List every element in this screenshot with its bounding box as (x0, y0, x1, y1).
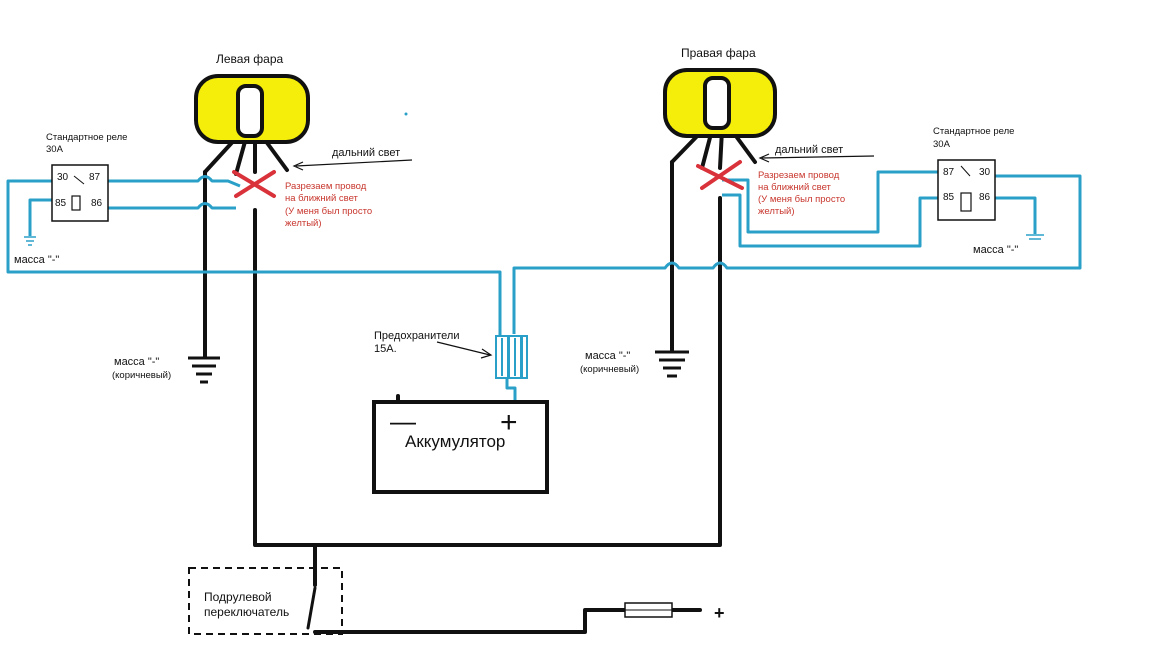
right-relay-pin-30: 30 (979, 167, 991, 178)
black-wires (203, 126, 757, 634)
left-relay-30-wire (6, 179, 502, 348)
fuse-label-line2: 15А. (374, 343, 397, 355)
battery-minus: — (390, 406, 416, 436)
right-relay-title: Стандартное реле (933, 126, 1014, 137)
left-lamp-ground-icon (188, 356, 220, 384)
left-relay-ground-icon (24, 236, 36, 246)
right-relay-87-wire (722, 170, 938, 234)
right-relay-pin-86: 86 (979, 192, 991, 203)
switch-label-line2: переключатель (204, 605, 289, 619)
left-high-beam-arrow (295, 159, 413, 167)
left-relay-87-wire (108, 175, 241, 188)
right-relay-rating: 30А (933, 139, 951, 150)
left-relay-switch (73, 175, 85, 185)
right-relay: 87 30 85 86 (937, 159, 996, 221)
fuse-3 (521, 335, 528, 379)
left-cut-note-2: на ближний свет (285, 193, 359, 204)
right-high-beam-arrow (761, 155, 875, 159)
battery-label: Аккумулятор (405, 432, 505, 451)
right-relay-86-wire (995, 196, 1037, 234)
fuse-feed-right-wire (512, 174, 1082, 334)
battery (372, 400, 549, 494)
right-cut-note-1: Разрезаем провод (758, 170, 840, 181)
right-relay-switch (960, 165, 971, 177)
fuse-to-battery-wire (505, 378, 517, 402)
left-cut-mark (232, 170, 276, 198)
right-cut-note-2: на ближний свет (758, 182, 832, 193)
right-relay-coil (960, 192, 972, 212)
left-relay-86-wire (108, 202, 236, 210)
left-high-beam-label: дальний свет (332, 147, 400, 159)
right-relay-pin-85: 85 (943, 192, 955, 203)
right-cut-mark (696, 160, 744, 190)
right-relay-85-wire (722, 193, 938, 248)
steering-switch-box (188, 567, 343, 635)
left-relay-85-wire (28, 198, 52, 236)
left-cut-note-3: (У меня был просто (285, 206, 372, 217)
right-headlight-label: Правая фара (681, 46, 756, 60)
left-headlight (194, 74, 310, 144)
left-relay-pin-86: 86 (91, 198, 103, 209)
right-headlight (663, 68, 777, 138)
switch-label-line1: Подрулевой (204, 590, 272, 604)
left-lamp-ground-label-2: (коричневый) (112, 370, 171, 381)
left-relay-pin-85: 85 (55, 198, 67, 209)
stray-dot (404, 112, 408, 116)
left-relay-pin-30: 30 (57, 172, 69, 183)
left-relay: 30 87 85 86 (51, 164, 109, 222)
left-relay-rating: 30А (46, 144, 64, 155)
left-lamp-ground-label-1: масса "-" (114, 356, 159, 368)
fuse-arrow (436, 341, 491, 356)
left-relay-ground-label: масса "-" (14, 254, 59, 266)
battery-plus: + (500, 406, 518, 439)
left-low-beam-wire (253, 196, 722, 547)
left-headlight-label: Левая фара (216, 52, 284, 66)
right-relay-ground-icon (1026, 234, 1044, 240)
right-high-beam-label: дальний свет (775, 144, 843, 156)
left-cut-note-4: желтый) (285, 218, 322, 229)
left-bulb (236, 84, 264, 138)
left-cut-note-1: Разрезаем провод (285, 181, 367, 192)
blue-wires (6, 170, 1082, 402)
fuse-block (495, 335, 528, 379)
fuse-label-line1: Предохранители (374, 330, 460, 342)
right-cut-note-4: желтый) (758, 206, 795, 217)
right-cut-note-3: (У меня был просто (758, 194, 845, 205)
right-lamp-ground-icon (655, 350, 689, 378)
left-relay-coil (71, 195, 81, 211)
switch-return-wire (313, 608, 627, 634)
supply-plus: + (714, 603, 725, 623)
right-relay-pin-87: 87 (943, 167, 955, 178)
switch-contact (306, 586, 317, 630)
right-bulb (703, 76, 731, 130)
right-relay-ground-label: масса "-" (973, 244, 1018, 256)
left-relay-title: Стандартное реле (46, 132, 127, 143)
high-beam-arrows (292, 153, 875, 359)
left-relay-pin-87: 87 (89, 172, 101, 183)
right-lamp-ground-label-1: масса "-" (585, 350, 630, 362)
right-lamp-ground-label-2: (коричневый) (580, 364, 639, 375)
